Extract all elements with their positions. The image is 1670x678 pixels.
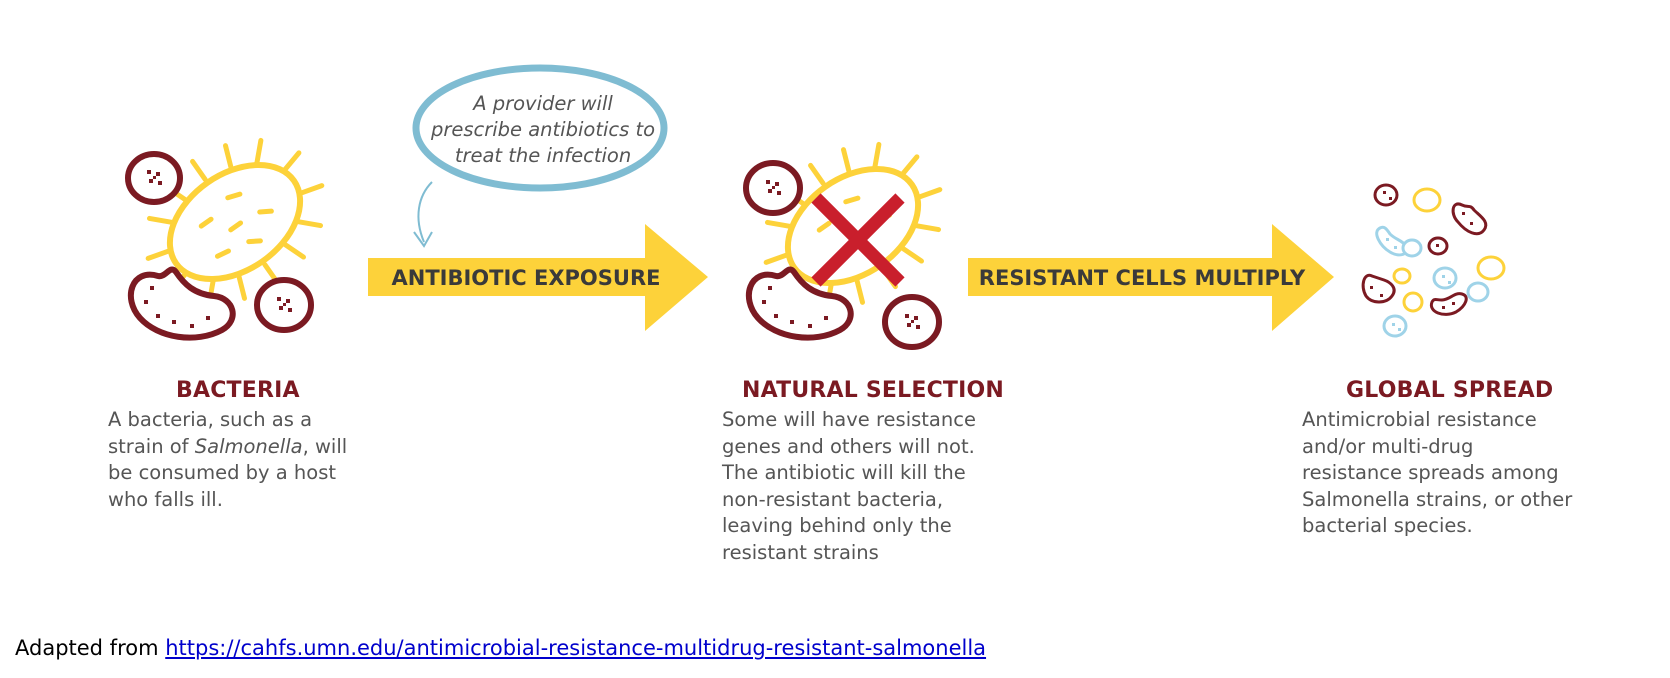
natural-selection-cluster-icon [743, 141, 943, 350]
arrow-label: ANTIBIOTIC EXPOSURE [392, 266, 661, 290]
description-line: who falls ill. [108, 487, 223, 511]
description-line: The antibiotic will kill the [722, 461, 966, 484]
global-spread-title: GLOBAL SPREAD [1346, 378, 1554, 403]
description-line: Antimicrobial resistance [1302, 408, 1537, 431]
bacteria-title: BACTERIA [176, 378, 300, 403]
antibiotic-exposure-arrow: ANTIBIOTIC EXPOSURE [368, 224, 708, 331]
maroon-cell-icon [125, 151, 183, 205]
description-line: and/or multi-drug [1302, 434, 1474, 458]
maroon-rod-icon [128, 266, 236, 341]
global-spread-cluster-icon [1361, 183, 1506, 338]
salmonella-italic: Salmonella [194, 434, 303, 458]
maroon-cell-icon [743, 160, 803, 216]
callout-line: prescribe antibiotics to [430, 118, 655, 141]
source-credit: Adapted from https://cahfs.umn.edu/antim… [15, 636, 986, 660]
description-line: resistant strains [722, 540, 879, 564]
kill-x-icon [811, 193, 905, 287]
description-line: be consumed by a host [108, 461, 337, 484]
maroon-rod-icon [746, 266, 854, 341]
description-line: genes and others will not. [722, 434, 975, 458]
callout-line: A provider will [471, 92, 613, 115]
description-line: A bacteria, such as a [108, 408, 313, 431]
bacteria-description: A bacteria, such as a strain of Salmonel… [108, 407, 347, 513]
arrow-label: RESISTANT CELLS MULTIPLY [979, 266, 1306, 290]
description-line: resistance spreads among [1302, 461, 1559, 484]
callout-line: treat the infection [455, 144, 631, 167]
credit-prefix: Adapted from [15, 636, 166, 660]
description-line: bacterial species. [1302, 514, 1473, 537]
natural-selection-title: NATURAL SELECTION [742, 378, 1005, 403]
bacteria-cluster-icon [125, 137, 325, 341]
description-line: leaving behind only the [722, 514, 952, 537]
callout-bubble: A provider will prescribe antibiotics to… [412, 64, 668, 248]
maroon-cell-icon [882, 294, 942, 350]
natural-selection-description: Some will have resistance genes and othe… [722, 407, 976, 566]
global-spread-description: Antimicrobial resistance and/or multi-dr… [1302, 407, 1572, 540]
description-line: non-resistant bacteria, [722, 487, 944, 511]
maroon-cell-icon [254, 277, 314, 333]
description-line: Some will have resistance [722, 408, 976, 431]
description-line: strain of Salmonella, will [108, 434, 348, 458]
resistant-cells-multiply-arrow: RESISTANT CELLS MULTIPLY [968, 224, 1334, 331]
description-line: Salmonella strains, or other [1302, 487, 1573, 511]
source-link[interactable]: https://cahfs.umn.edu/antimicrobial-resi… [165, 636, 987, 660]
